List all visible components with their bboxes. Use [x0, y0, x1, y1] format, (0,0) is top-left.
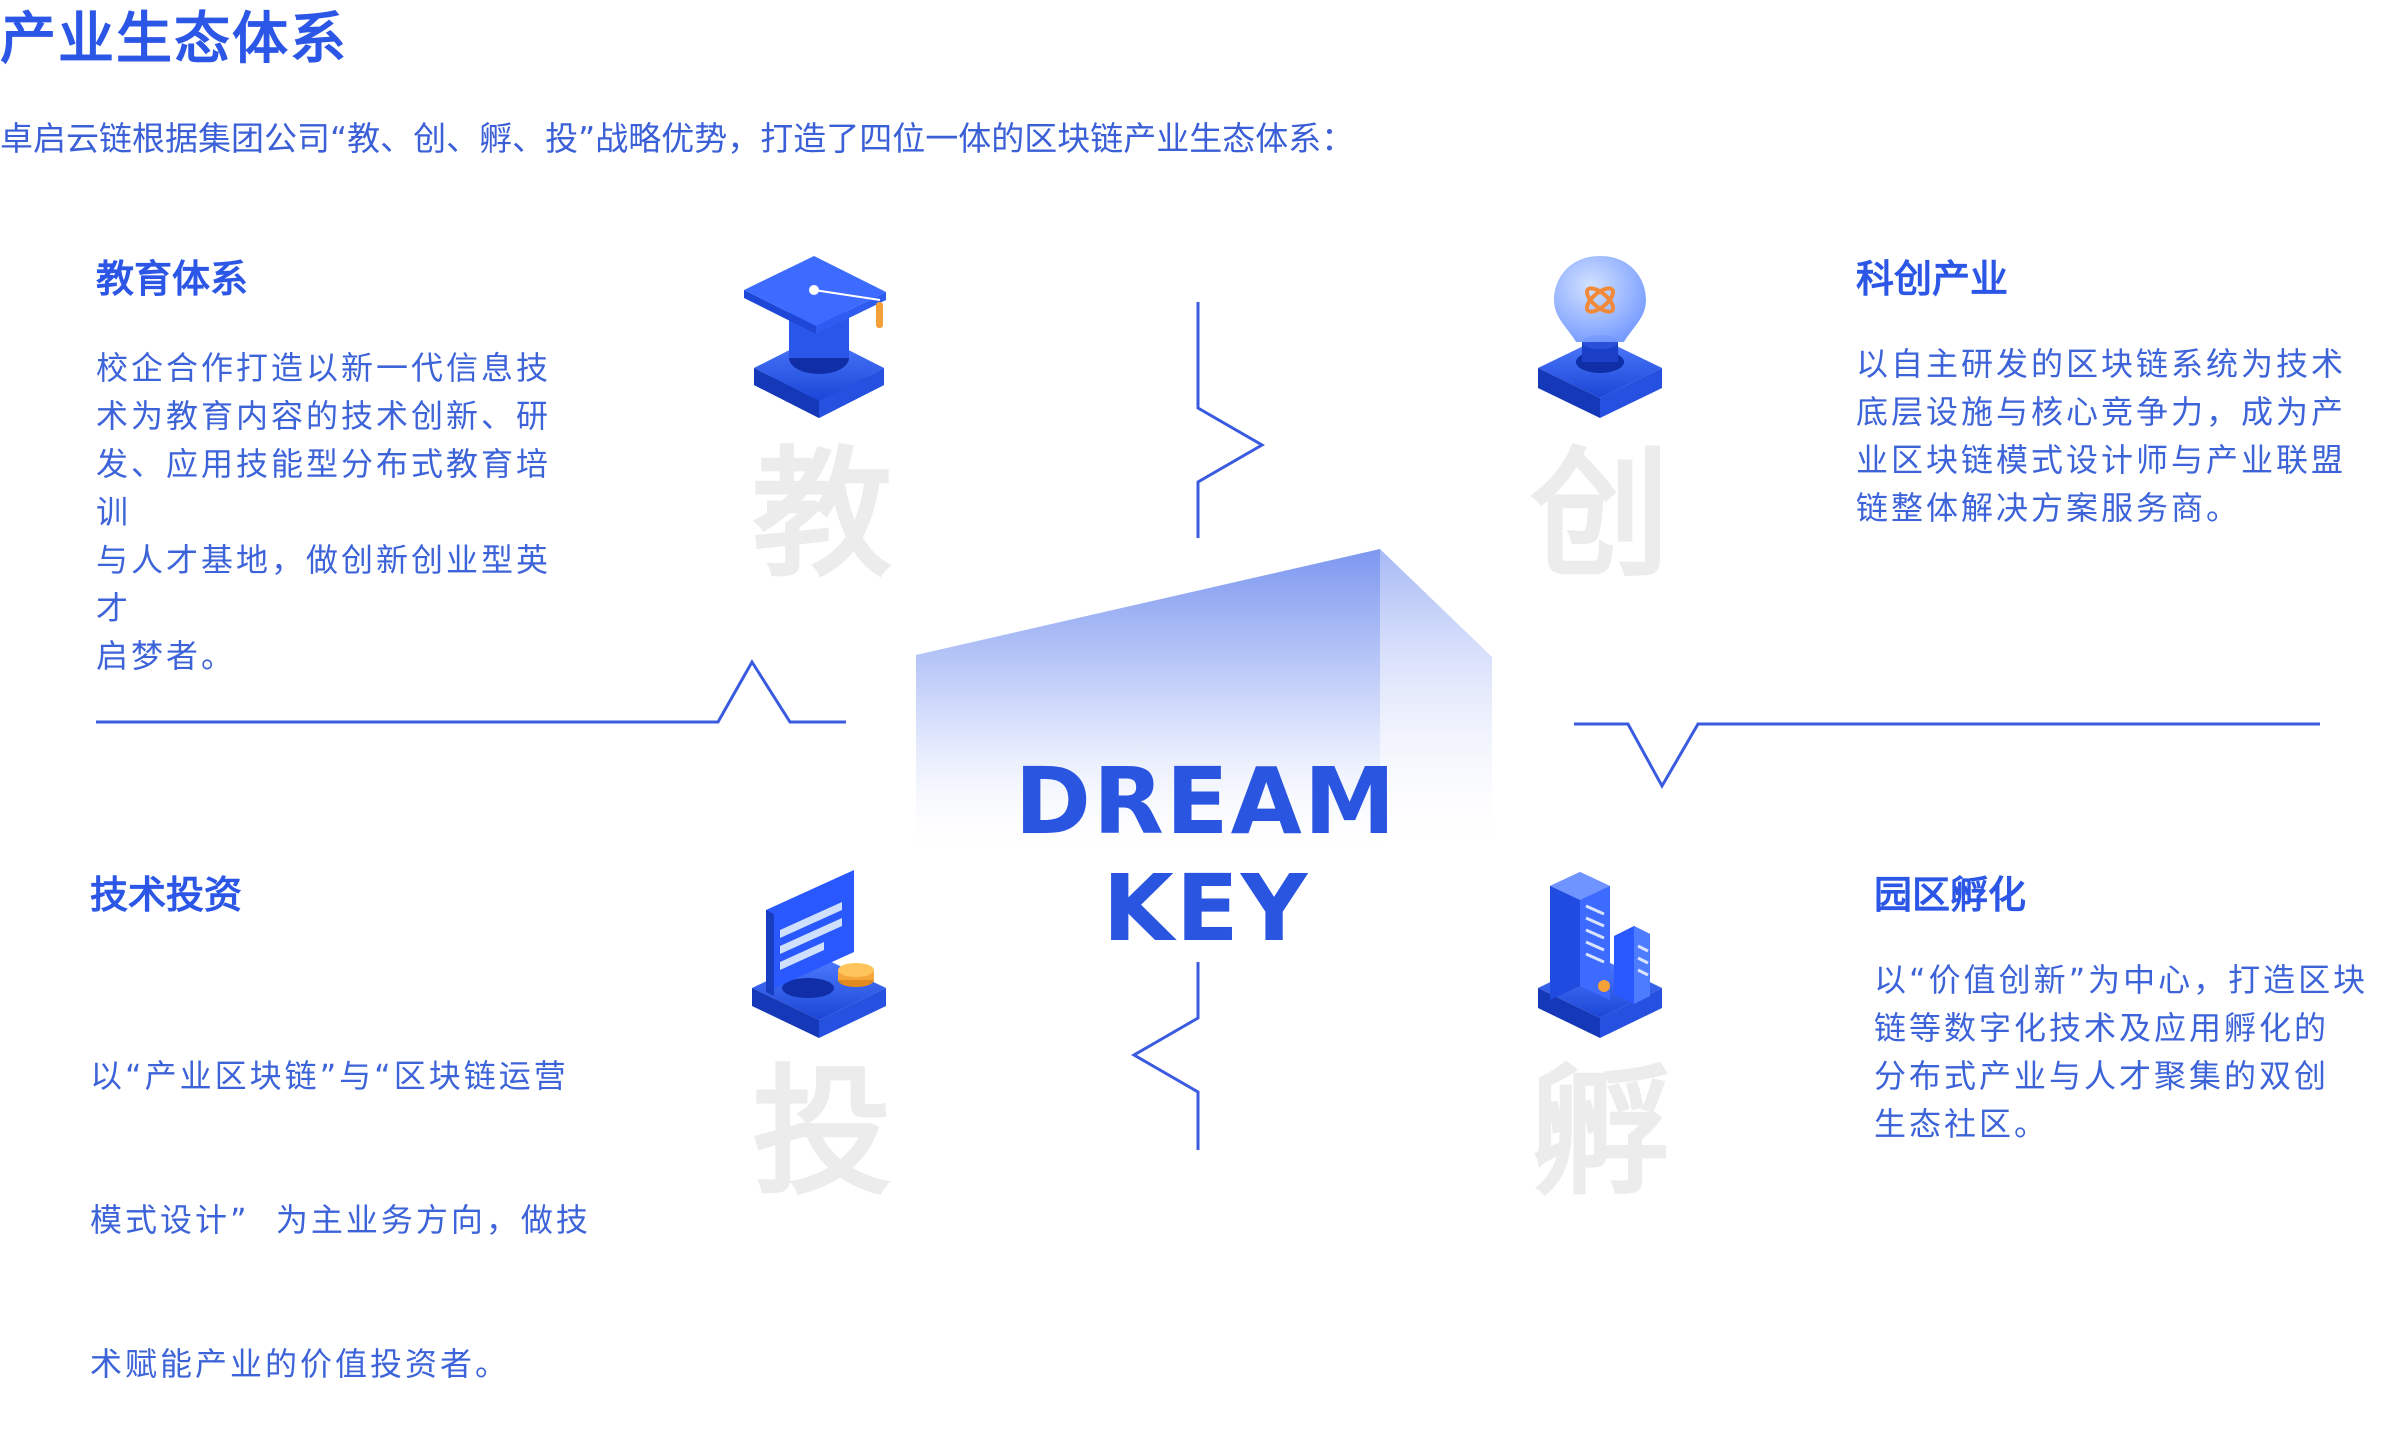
watermark-char-investment: 投	[752, 1052, 893, 1215]
connector-line-left	[96, 659, 846, 724]
watermark-char-education: 教	[752, 434, 893, 597]
connector-line-right	[1574, 722, 2320, 790]
education-body: 校企合作打造以新一代信息技 术为教育内容的技术创新、研 发、应用技能型分布式教育…	[96, 344, 576, 680]
investment-title: 技术投资	[90, 873, 243, 917]
watermark-char-incubation: 孵	[1530, 1052, 1671, 1215]
incubation-title: 园区孵化	[1874, 873, 2027, 917]
innovation-line: 以自主研发的区块链系统为技术	[1856, 345, 2347, 383]
innovation-line: 业区块链模式设计师与产业联盟	[1856, 441, 2347, 479]
investment-card-coins-icon	[752, 870, 886, 1038]
page-title: 产业生态体系	[0, 7, 348, 72]
incubation-body: 以“价值创新”为中心，打造区块 链等数字化技术及应用孵化的 分布式产业与人才聚集…	[1874, 956, 2374, 1148]
lightbulb-icon	[1538, 256, 1662, 418]
investment-line: 模式设计” 为主业务方向，做技	[90, 1201, 591, 1239]
graduation-cap-icon	[744, 256, 886, 418]
intro-text: 卓启云链根据集团公司“教、创、孵、投”战略优势，打造了四位一体的区块链产业生态体…	[0, 119, 1355, 158]
brand-text: DREAM KEY	[1014, 748, 1398, 962]
innovation-title: 科创产业	[1856, 257, 2009, 301]
investment-body: 以“产业区块链”与“区块链运营 模式设计” 为主业务方向，做技 术赋能产业的价值…	[90, 956, 590, 1436]
watermark-char-innovation: 创	[1530, 434, 1671, 597]
incubation-line: 分布式产业与人才聚集的双创	[1874, 1057, 2330, 1095]
building-icon	[1538, 872, 1662, 1038]
innovation-line: 链整体解决方案服务商。	[1856, 489, 2242, 527]
investment-line: 以“产业区块链”与“区块链运营	[90, 1057, 569, 1095]
incubation-line: 以“价值创新”为中心，打造区块	[1874, 961, 2369, 999]
connector-line-top	[1196, 302, 1265, 538]
education-line: 启梦者。	[96, 637, 237, 675]
connector-line-bottom	[1131, 962, 1200, 1150]
education-line: 校企合作打造以新一代信息技	[96, 349, 552, 387]
dream-key-block	[916, 549, 1492, 860]
education-title: 教育体系	[96, 257, 249, 301]
education-line: 术为教育内容的技术创新、研	[96, 397, 552, 435]
education-line: 发、应用技能型分布式教育培训	[96, 445, 552, 531]
incubation-line: 生态社区。	[1874, 1105, 2050, 1143]
investment-line: 术赋能产业的价值投资者。	[90, 1345, 511, 1383]
education-line: 与人才基地，做创新创业型英才	[96, 541, 552, 627]
incubation-line: 链等数字化技术及应用孵化的	[1874, 1009, 2330, 1047]
connector-lines	[96, 302, 2320, 1150]
innovation-line: 底层设施与核心竞争力，成为产	[1856, 393, 2347, 431]
innovation-body: 以自主研发的区块链系统为技术 底层设施与核心竞争力，成为产 业区块链模式设计师与…	[1856, 340, 2356, 532]
